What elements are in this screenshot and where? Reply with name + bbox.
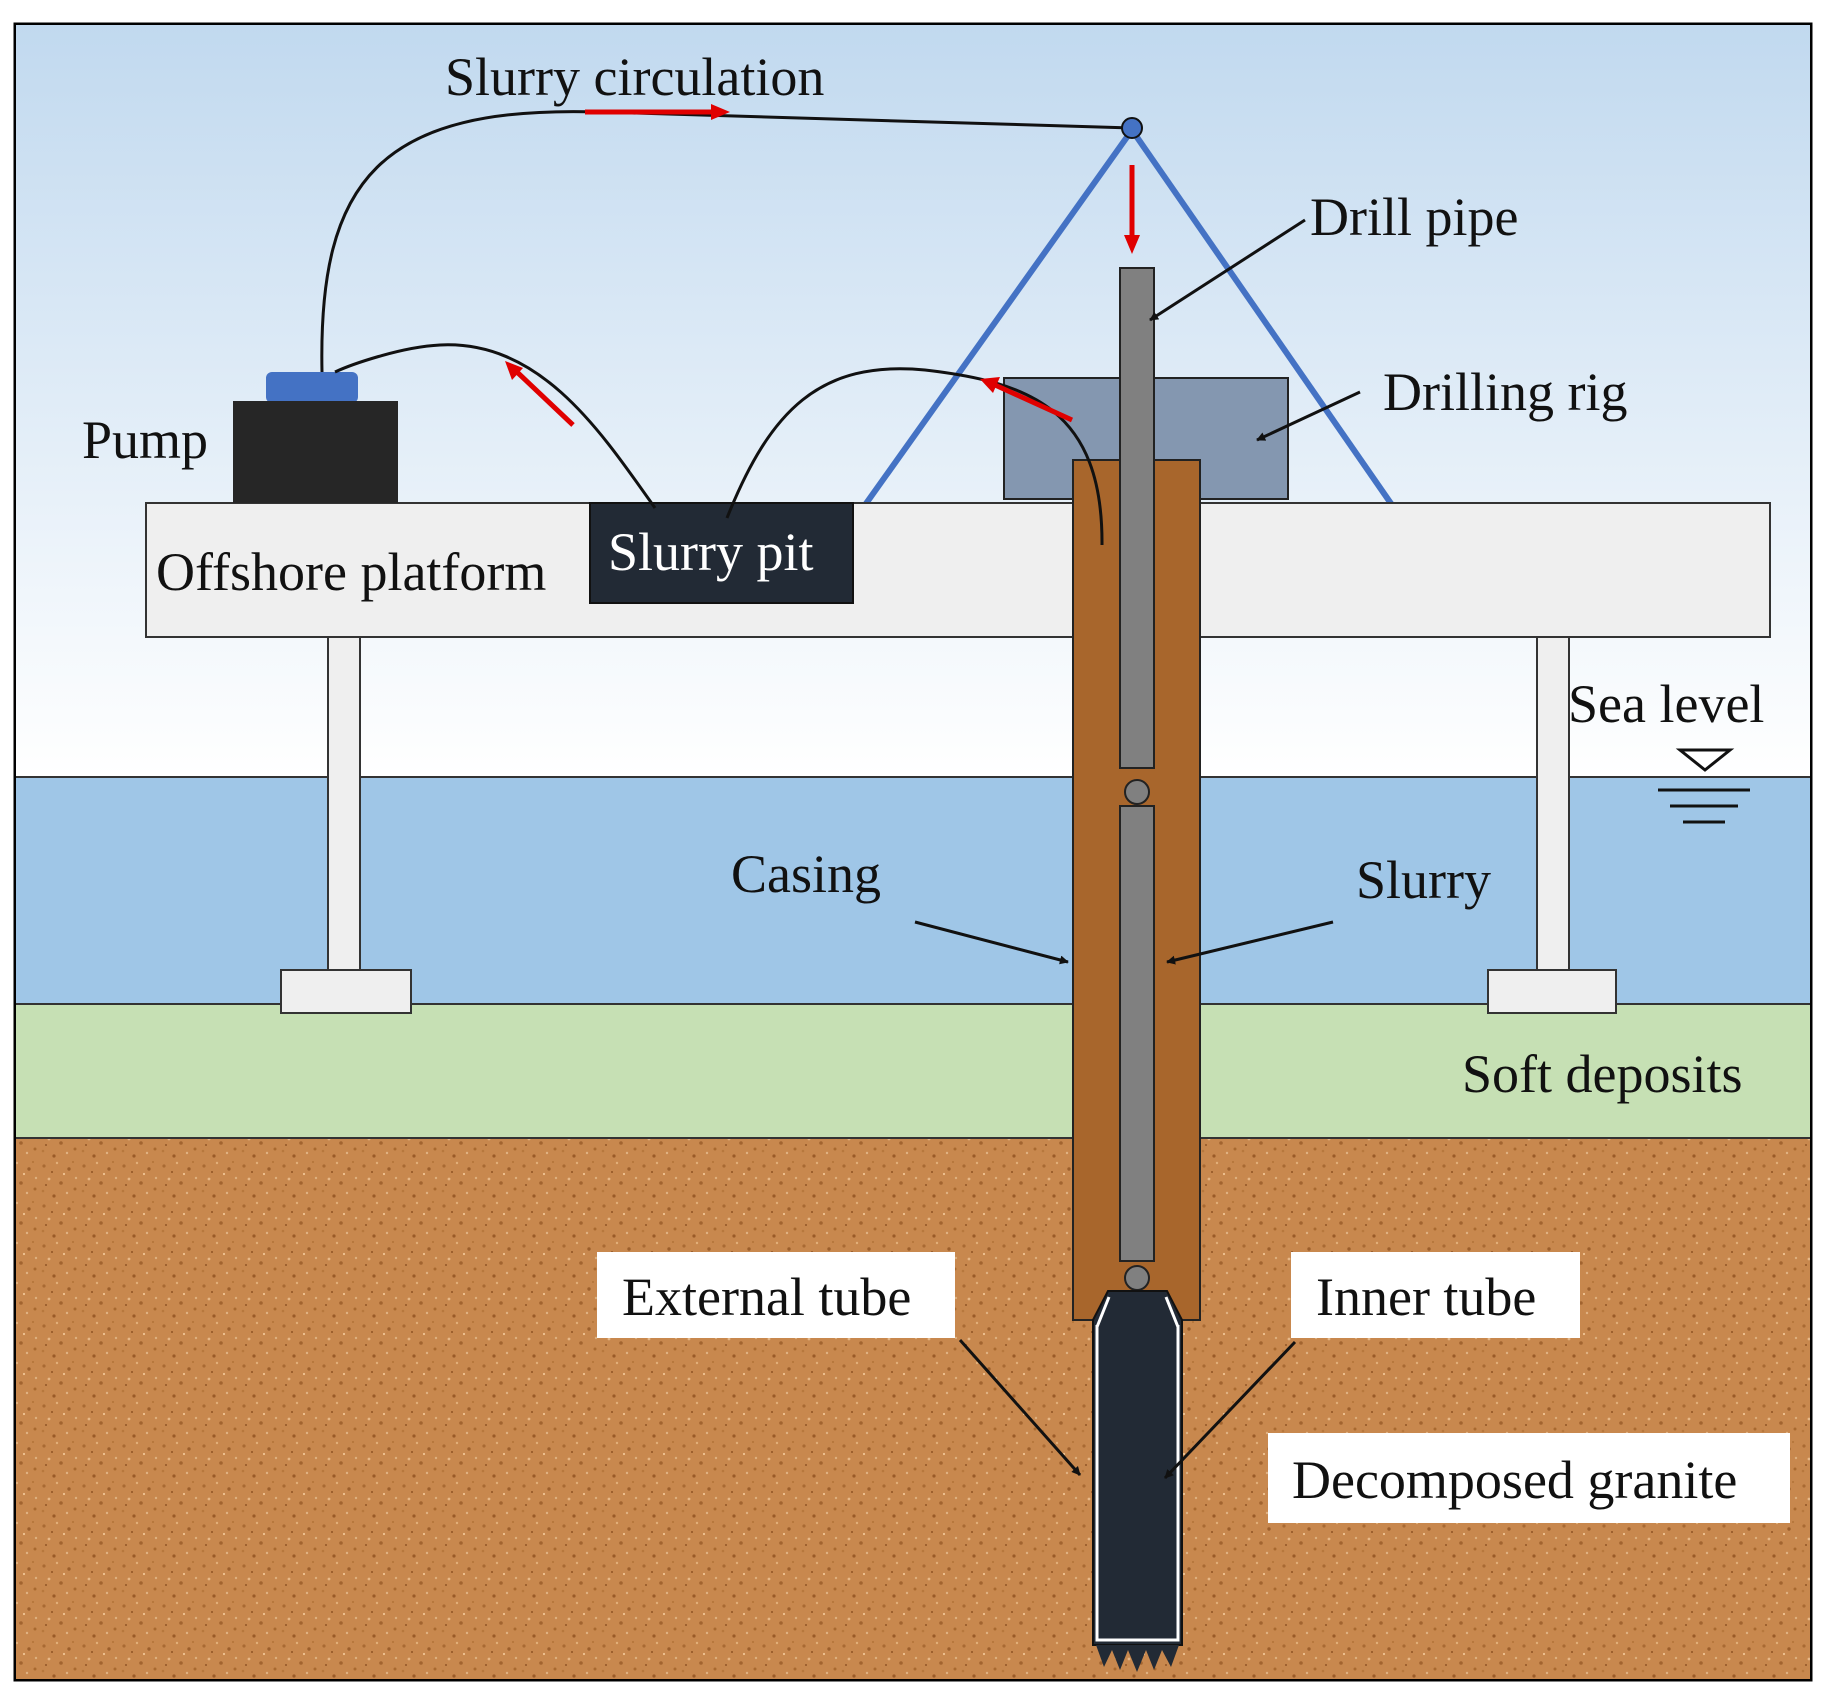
inner-tube-label-box bbox=[1291, 1252, 1580, 1338]
drill-pipe-joint-lower bbox=[1124, 1265, 1150, 1291]
outer-frame bbox=[13, 22, 1813, 1682]
flow-arrowhead-casing-to-pit bbox=[980, 377, 1000, 393]
hose-casing-to-pit bbox=[725, 367, 1104, 546]
hose-pit-to-pump bbox=[334, 343, 657, 509]
decomposed-granite-layer bbox=[16, 1138, 1810, 1679]
drill-bit-teeth bbox=[1096, 1645, 1179, 1672]
platform-foot-left bbox=[280, 969, 412, 1014]
flow-arrowhead-pit-to-pump bbox=[505, 361, 523, 380]
drill-pipe-lower bbox=[1119, 805, 1155, 1262]
decomposed-granite-label-box bbox=[1268, 1433, 1790, 1523]
label-drill-pipe: Drill pipe bbox=[1310, 187, 1518, 247]
derrick-leg-right bbox=[1129, 128, 1395, 507]
inner-tube bbox=[1104, 1315, 1171, 1636]
leader-drilling-rig bbox=[1256, 390, 1361, 442]
sea-level-symbol bbox=[1675, 748, 1735, 772]
drill-pipe-joint-upper bbox=[1124, 779, 1150, 805]
leader-casing bbox=[914, 920, 1069, 965]
leader-drill-pipe bbox=[1149, 218, 1306, 322]
platform-foot-right bbox=[1487, 969, 1617, 1014]
offshore-platform bbox=[145, 502, 1771, 638]
pump-motor bbox=[266, 372, 358, 403]
label-slurry-circulation: Slurry circulation bbox=[445, 47, 824, 107]
flow-arrow-casing-to-pit bbox=[993, 382, 1074, 423]
leader-external-tube bbox=[958, 1339, 1082, 1476]
label-pump: Pump bbox=[82, 410, 208, 470]
label-sea-level: Sea level bbox=[1568, 674, 1764, 734]
label-decomposed-granite: Decomposed granite bbox=[1292, 1450, 1737, 1510]
flow-arrow-pit-to-pump bbox=[515, 370, 575, 427]
platform-leg-left bbox=[327, 635, 361, 971]
external-tube-label-box bbox=[597, 1252, 955, 1338]
hose-pump-to-swivel bbox=[320, 110, 1133, 373]
leader-inner-tube bbox=[1163, 1340, 1297, 1480]
label-casing: Casing bbox=[731, 844, 881, 904]
sea bbox=[16, 777, 1810, 1004]
leader-slurry bbox=[1166, 920, 1334, 965]
inner-tube-outline bbox=[1095, 1296, 1180, 1642]
label-offshore-platform: Offshore platform bbox=[156, 542, 546, 602]
drill-pipe-upper bbox=[1119, 267, 1155, 769]
flow-arrowhead-down bbox=[1124, 235, 1140, 254]
slurry-pit bbox=[589, 502, 854, 604]
label-slurry-pit: Slurry pit bbox=[608, 522, 814, 582]
label-slurry: Slurry bbox=[1356, 850, 1491, 910]
label-soft-deposits: Soft deposits bbox=[1462, 1044, 1743, 1104]
pump-body bbox=[233, 401, 398, 503]
label-external-tube: External tube bbox=[622, 1267, 911, 1327]
flow-arrowhead-top bbox=[711, 104, 730, 120]
label-drilling-rig: Drilling rig bbox=[1383, 362, 1627, 422]
swivel bbox=[1121, 117, 1143, 139]
platform-leg-right bbox=[1536, 635, 1570, 971]
derrick-leg-left bbox=[862, 128, 1135, 507]
soft-deposits-layer bbox=[16, 1004, 1810, 1138]
label-inner-tube: Inner tube bbox=[1316, 1267, 1536, 1327]
